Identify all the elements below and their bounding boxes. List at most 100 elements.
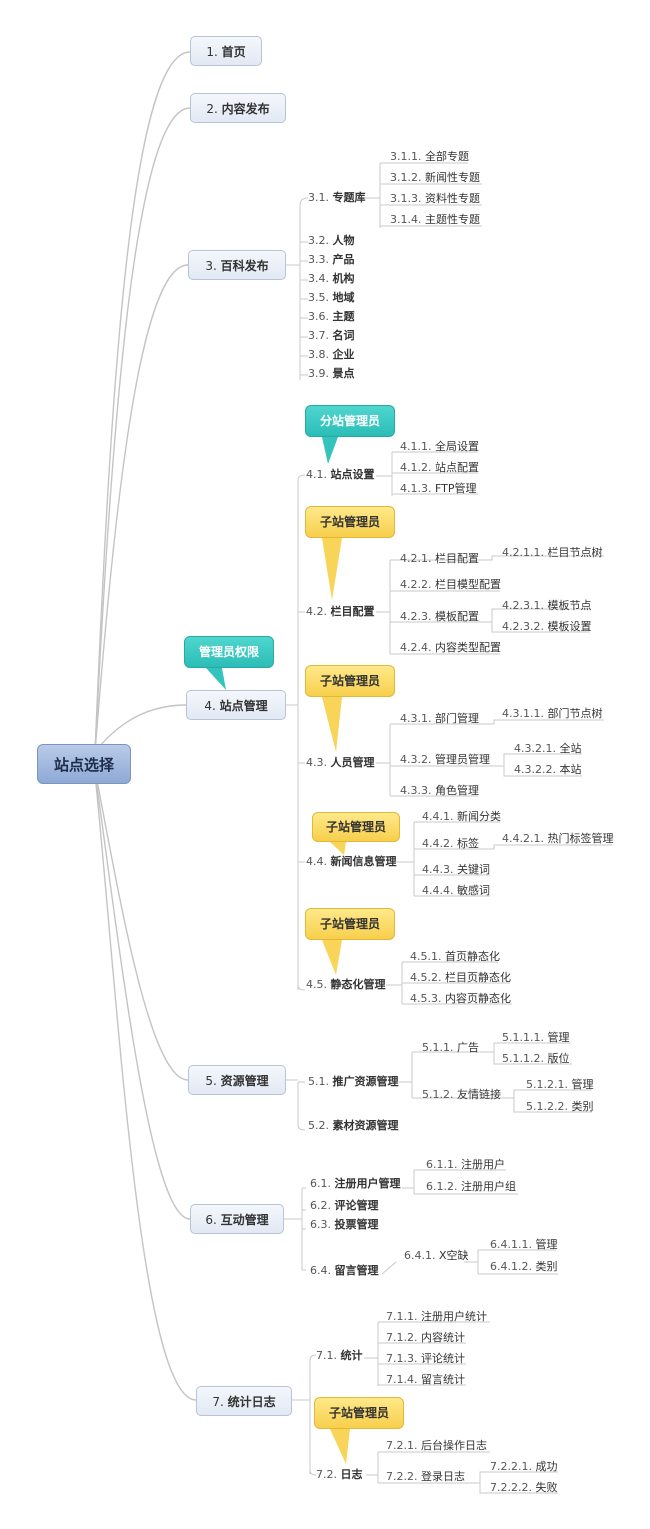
node-4-2-4[interactable]: 4.2.4. 内容类型配置 [400, 641, 501, 655]
node-6-1[interactable]: 6.1. 注册用户管理 [310, 1177, 401, 1191]
node-num: 4.5.3. [410, 992, 442, 1005]
node-5-1-2-1[interactable]: 5.1.2.1. 管理 [526, 1078, 593, 1092]
node-4-2-2[interactable]: 4.2.2. 栏目模型配置 [400, 578, 501, 592]
node-4-3-1[interactable]: 4.3.1. 部门管理 [400, 712, 479, 726]
node-4-2-1-1[interactable]: 4.2.1.1. 栏目节点树 [502, 546, 602, 560]
node-5-1-1-1[interactable]: 5.1.1.1. 管理 [502, 1031, 569, 1045]
node-4-1[interactable]: 4.1. 站点设置 [306, 468, 375, 482]
node-7-2-2-1[interactable]: 7.2.2.1. 成功 [490, 1460, 557, 1474]
node-4-3-2-2[interactable]: 4.3.2.2. 本站 [514, 763, 581, 777]
node-4-3-2[interactable]: 4.3.2. 管理员管理 [400, 753, 490, 767]
node-4-4-4[interactable]: 4.4.4. 敏感词 [422, 884, 490, 898]
node-6-1-1[interactable]: 6.1.1. 注册用户 [426, 1158, 505, 1172]
node-3-3[interactable]: 3.3. 产品 [308, 253, 355, 267]
node-6-3[interactable]: 6.3. 投票管理 [310, 1218, 379, 1232]
root-node[interactable]: 站点选择 [37, 744, 131, 784]
node-4-1-3[interactable]: 4.1.3. FTP管理 [400, 482, 477, 496]
node-7-1[interactable]: 7.1. 统计 [316, 1349, 363, 1363]
node-label: 新闻性专题 [425, 171, 480, 184]
callout-child-site-admin-4-2: 子站管理员 [305, 506, 395, 538]
node-label: 内容页静态化 [445, 992, 511, 1005]
node-label: 统计 [340, 1349, 363, 1362]
node-6-4-1-1[interactable]: 6.4.1.1. 管理 [490, 1238, 557, 1252]
node-6-2[interactable]: 6.2. 评论管理 [310, 1199, 379, 1213]
branch-7[interactable]: 7. 统计日志 [196, 1386, 292, 1416]
node-3-5[interactable]: 3.5. 地域 [308, 291, 355, 305]
node-4-3-1-1[interactable]: 4.3.1.1. 部门节点树 [502, 707, 602, 721]
node-5-1-2-2[interactable]: 5.1.2.2. 类别 [526, 1100, 593, 1114]
node-label: 素材资源管理 [332, 1119, 399, 1132]
node-label: 站点配置 [435, 461, 479, 474]
node-5-1-1-2[interactable]: 5.1.1.2. 版位 [502, 1052, 569, 1066]
node-label: 投票管理 [334, 1218, 379, 1231]
node-3-1-3[interactable]: 3.1.3. 资料性专题 [390, 192, 480, 206]
branch-6[interactable]: 6. 互动管理 [190, 1204, 284, 1234]
branch-5[interactable]: 5. 资源管理 [188, 1065, 286, 1095]
node-3-6[interactable]: 3.6. 主题 [308, 310, 355, 324]
node-4-4-2-1[interactable]: 4.4.2.1. 热门标签管理 [502, 832, 613, 846]
node-5-1[interactable]: 5.1. 推广资源管理 [308, 1075, 399, 1089]
node-5-1-2[interactable]: 5.1.2. 友情链接 [422, 1088, 501, 1102]
node-label: 注册用户管理 [334, 1177, 401, 1190]
node-4-2[interactable]: 4.2. 栏目配置 [306, 605, 375, 619]
node-4-2-3-1[interactable]: 4.2.3.1. 模板节点 [502, 599, 591, 613]
node-3-1-1[interactable]: 3.1.1. 全部专题 [390, 150, 469, 164]
node-4-3-2-1[interactable]: 4.3.2.1. 全站 [514, 742, 581, 756]
node-7-1-1[interactable]: 7.1.1. 注册用户统计 [386, 1310, 487, 1324]
branch-3[interactable]: 3. 百科发布 [188, 250, 286, 280]
node-4-5[interactable]: 4.5. 静态化管理 [306, 978, 386, 992]
node-4-2-3-2[interactable]: 4.2.3.2. 模板设置 [502, 620, 591, 634]
node-5-1-1[interactable]: 5.1.1. 广告 [422, 1041, 479, 1055]
node-6-4-1[interactable]: 6.4.1. X空缺 [404, 1249, 469, 1263]
node-label: 后台操作日志 [421, 1439, 487, 1452]
node-7-1-3[interactable]: 7.1.3. 评论统计 [386, 1352, 465, 1366]
node-num: 4.1.2. [400, 461, 432, 474]
node-3-1-2[interactable]: 3.1.2. 新闻性专题 [390, 171, 480, 185]
node-4-3-3[interactable]: 4.3.3. 角色管理 [400, 784, 479, 798]
node-7-2-2-2[interactable]: 7.2.2.2. 失败 [490, 1481, 557, 1495]
node-4-5-3[interactable]: 4.5.3. 内容页静态化 [410, 992, 511, 1006]
node-6-1-2[interactable]: 6.1.2. 注册用户组 [426, 1180, 516, 1194]
node-7-1-2[interactable]: 7.1.2. 内容统计 [386, 1331, 465, 1345]
node-4-4-1[interactable]: 4.4.1. 新闻分类 [422, 810, 501, 824]
node-4-4-3[interactable]: 4.4.3. 关键词 [422, 863, 490, 877]
node-3-1-4[interactable]: 3.1.4. 主题性专题 [390, 213, 480, 227]
node-4-1-1[interactable]: 4.1.1. 全局设置 [400, 440, 479, 454]
node-4-2-1[interactable]: 4.2.1. 栏目配置 [400, 552, 479, 566]
node-4-5-1[interactable]: 4.5.1. 首页静态化 [410, 950, 500, 964]
node-4-5-2[interactable]: 4.5.2. 栏目页静态化 [410, 971, 511, 985]
node-7-1-4[interactable]: 7.1.4. 留言统计 [386, 1373, 465, 1387]
node-label: 注册用户统计 [421, 1310, 487, 1323]
node-label: 失败 [535, 1481, 558, 1494]
node-3-8[interactable]: 3.8. 企业 [308, 348, 355, 362]
node-6-4-1-2[interactable]: 6.4.1.2. 类别 [490, 1260, 557, 1274]
node-4-4[interactable]: 4.4. 新闻信息管理 [306, 855, 397, 869]
node-label: 静态化管理 [330, 978, 386, 991]
node-label: 主题 [332, 310, 355, 323]
node-4-4-2[interactable]: 4.4.2. 标签 [422, 837, 479, 851]
node-5-2[interactable]: 5.2. 素材资源管理 [308, 1119, 399, 1133]
node-3-2[interactable]: 3.2. 人物 [308, 234, 355, 248]
node-3-4[interactable]: 3.4. 机构 [308, 272, 355, 286]
branch-4[interactable]: 4. 站点管理 [186, 690, 286, 720]
node-3-1[interactable]: 3.1. 专题库 [308, 191, 366, 205]
node-7-2-2[interactable]: 7.2.2. 登录日志 [386, 1470, 465, 1484]
node-label: 模板配置 [435, 610, 479, 623]
node-7-2[interactable]: 7.2. 日志 [316, 1468, 363, 1482]
branch-1[interactable]: 1. 首页 [190, 36, 262, 66]
callout-sub-site-admin: 分站管理员 [305, 405, 395, 437]
node-7-2-1[interactable]: 7.2.1. 后台操作日志 [386, 1439, 487, 1453]
node-6-4[interactable]: 6.4. 留言管理 [310, 1264, 379, 1278]
node-3-7[interactable]: 3.7. 名词 [308, 329, 355, 343]
node-label: 类别 [571, 1100, 594, 1113]
branch-2[interactable]: 2. 内容发布 [190, 93, 286, 123]
node-3-9[interactable]: 3.9. 景点 [308, 367, 355, 381]
node-num: 5.1.1.2. [502, 1052, 544, 1065]
node-4-3[interactable]: 4.3. 人员管理 [306, 756, 375, 770]
node-num: 5.2. [308, 1119, 329, 1132]
node-4-2-3[interactable]: 4.2.3. 模板配置 [400, 610, 479, 624]
node-4-1-2[interactable]: 4.1.2. 站点配置 [400, 461, 479, 475]
node-label: 机构 [332, 272, 355, 285]
node-num: 4.4.1. [422, 810, 454, 823]
